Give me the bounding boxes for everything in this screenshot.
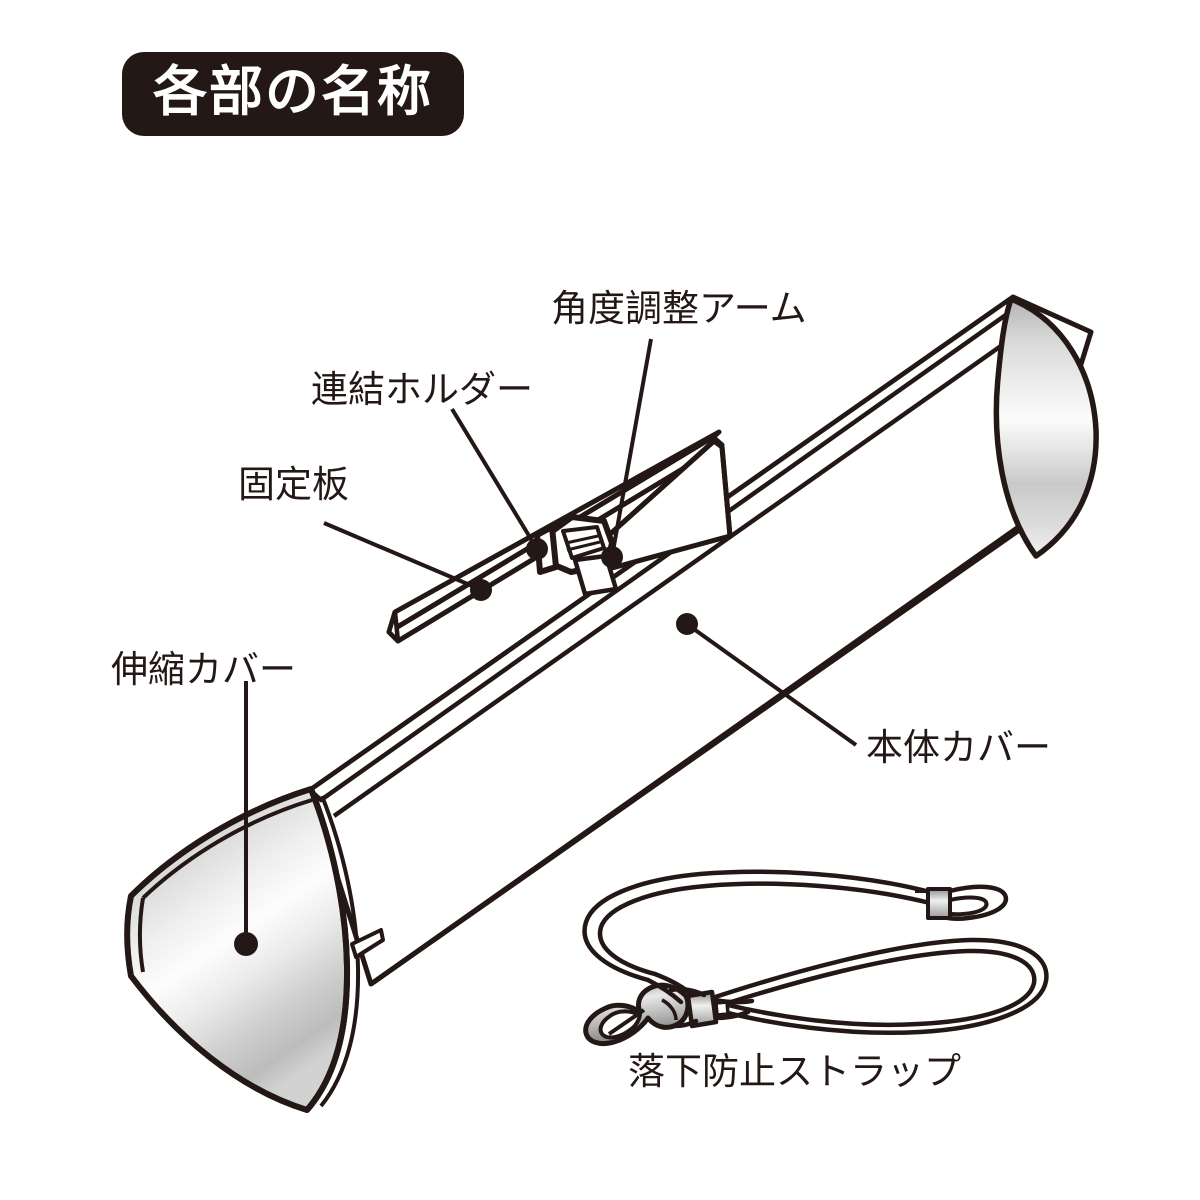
label-telescoping-cover: 伸縮カバー <box>111 648 296 691</box>
strap-cord-tail-right-lower <box>713 1009 751 1021</box>
leader-dot-link-holder <box>526 538 548 560</box>
link-holder-rib-1 <box>565 534 599 545</box>
telescoping-cover-inner-rim-left <box>138 897 145 973</box>
page-title-badge: 各部の名称 <box>122 52 464 136</box>
strap-cord-tail-upper <box>652 971 693 996</box>
angle-adjust-arm-right-edge <box>719 446 733 537</box>
link-holder-rib-2 <box>566 540 601 552</box>
label-angle-adjust-arm: 角度調整アーム <box>551 287 807 330</box>
body-cover-crease <box>332 320 1037 818</box>
strap-cord-lower-inner <box>700 948 1037 1028</box>
telescoping-cover-inner-rim <box>141 798 313 900</box>
leader-dot-telescoping-cover <box>234 932 258 956</box>
label-drop-prevention-strap: 落下防止ストラップ <box>628 1050 961 1093</box>
telescoping-cover-notch <box>350 928 385 959</box>
leader-dot-fixing-plate <box>470 579 492 601</box>
body-cover-right-endcap-rim <box>996 298 1013 379</box>
strap-cord-through-hook-inner <box>673 1018 699 1029</box>
leader-dot-body-cover <box>676 613 698 635</box>
strap-cord-tail-right-upper <box>711 997 755 1005</box>
telescoping-cover-seam-inner <box>319 795 361 1108</box>
fixing-plate-left-end <box>386 609 401 644</box>
body-cover-lower-fold <box>369 516 1037 987</box>
strap-ferrule-right <box>926 887 952 920</box>
telescoping-cover-seam <box>304 787 351 1112</box>
leader-dot-angle-arm <box>601 546 623 568</box>
page-title: 各部の名称 <box>153 60 433 123</box>
strap-ferrule-left-tab <box>714 1000 730 1017</box>
label-link-holder: 連結ホルダー <box>311 368 533 411</box>
strap-cord-lower-outer <box>697 937 1049 1036</box>
label-body-cover: 本体カバー <box>866 726 1051 769</box>
leader-lines-group <box>234 338 858 956</box>
drop-prevention-strap-group <box>582 869 1049 1047</box>
leader-line-angle-arm <box>611 338 653 552</box>
main-body-assembly <box>124 294 1099 1113</box>
strap-cord-tail-lower <box>645 977 684 1005</box>
strap-cord-upper-inner <box>597 881 933 977</box>
leader-line-body-cover <box>689 625 858 747</box>
strap-snap-hook-nose <box>661 998 678 1021</box>
leader-line-link-holder <box>450 407 536 546</box>
strap-snap-hook-gate <box>607 1008 646 1036</box>
strap-cord-upper-outer <box>582 869 933 983</box>
leader-line-fixing-plate <box>323 521 478 590</box>
label-fixing-plate: 固定板 <box>238 463 349 506</box>
